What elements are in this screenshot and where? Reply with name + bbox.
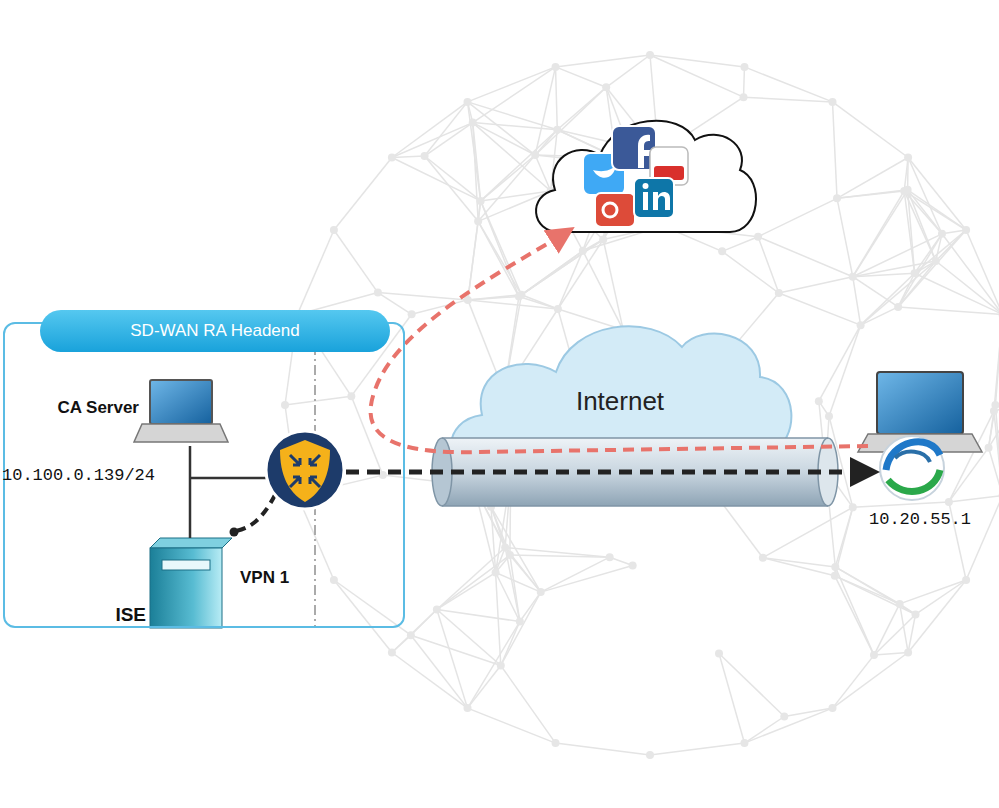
lan-link xyxy=(189,446,192,538)
ip-address: 10.100.0.139/24 xyxy=(2,466,155,485)
node-label: CA Server xyxy=(57,398,139,418)
ise-server: ISE xyxy=(150,538,226,630)
ca-server-laptop: CA Server xyxy=(145,378,219,446)
node-label: SD-WAN RA Headend xyxy=(40,310,390,352)
remote-client: 10.20.55.1 xyxy=(858,368,982,502)
node-label: ISE xyxy=(115,604,146,626)
node-label: 10.20.55.1 xyxy=(858,510,982,529)
node-label: Internet xyxy=(515,386,725,417)
internet-cloud: Internet xyxy=(515,378,725,428)
vpn-label: VPN 1 xyxy=(240,568,289,588)
